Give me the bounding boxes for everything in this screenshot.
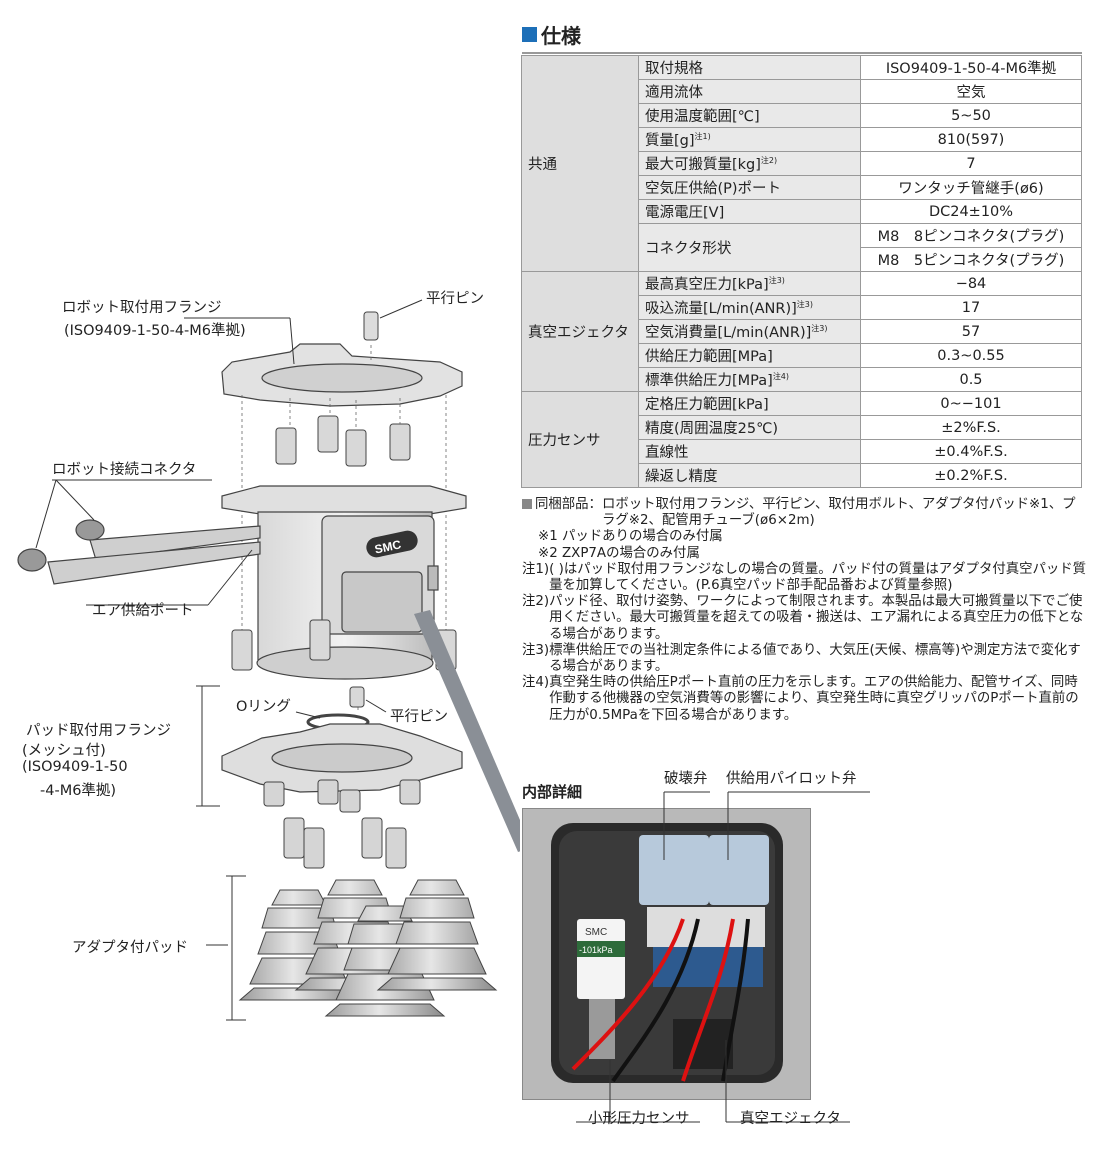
note-1: 注1)( )はパッド取付用フランジなしの場合の質量。パッド付の質量はアダプタ付真… (522, 561, 1087, 594)
table-row: 空気消費量[L/min(ANR)]注3)57 (522, 319, 1082, 344)
bellow-pads (238, 879, 498, 1017)
spec-divider (522, 52, 1082, 54)
table-row: 真空エジェクタ 最高真空圧力[kPa]注3) −84 (521, 271, 1082, 392)
label-pad-flange-1: パッド取付用フランジ (26, 723, 171, 739)
table-row: 適用流体空気 (522, 79, 1082, 104)
notes: 同梱部品： ロボット取付用フランジ、平行ピン、取付用ボルト、アダプタ付パッド※1… (522, 497, 1087, 724)
note-2: 注2)パッド径、取付け姿勢、ワークによって制限されます。本製品は最大可搬質量以下… (522, 594, 1084, 642)
note-3: 注3)標準供給圧での当社測定条件による値であり、大気圧(天候、標高等)や測定方法… (522, 642, 1081, 675)
label-robot-flange: ロボット取付用フランジ (62, 300, 222, 316)
svg-text:-101kPa: -101kPa (579, 945, 613, 955)
label-parallel-pin-top: 平行ピン (426, 291, 484, 307)
table-row: 圧力センサ 定格圧力範囲[kPa] 0~−101 (521, 391, 1082, 488)
note-star2: ※2 ZXP7Aの場合のみ付属 (538, 545, 700, 561)
connector-cables (17, 519, 261, 585)
label-robot-flange-std: (ISO9409-1-50-4-M6準拠) (64, 323, 246, 339)
table-row: 直線性±0.4%F.S. (522, 439, 1082, 464)
note-4: 注4)真空発生時の供給圧Pポート直前の圧力を示します。エアの供給能力、配管サイズ… (522, 675, 1079, 723)
label-break-valve: 破壊弁 (664, 771, 708, 787)
label-pilot-valve: 供給用パイロット弁 (726, 771, 857, 787)
parallel-pin-icon (363, 311, 379, 341)
spec-title-text: 仕様 (541, 24, 581, 48)
table-row: 空気圧供給(P)ポートワンタッチ管継手(ø6) (522, 175, 1082, 200)
label-adapter-pad: アダプタ付パッド (72, 940, 188, 956)
table-row: 質量[g]注1)810(597) (522, 127, 1082, 152)
detail-title: 内部詳細 (522, 783, 583, 801)
bolts-icon (275, 415, 411, 467)
spec-table: 共通 取付規格 ISO9409-1-50-4-M6準拠 適用流体空気 使用温度範… (521, 55, 1082, 488)
table-row: M8 5ピンコネクタ(プラグ) (522, 247, 1082, 272)
label-parallel-pin-mid: 平行ピン (390, 709, 448, 725)
group-sensor: 圧力センサ (521, 391, 639, 488)
gripper-body (221, 485, 467, 680)
table-row: 使用温度範囲[℃]5~50 (522, 103, 1082, 128)
table-row: 繰返し精度±0.2%F.S. (522, 463, 1082, 488)
svg-text:SMC: SMC (585, 927, 607, 938)
label-ejector: 真空エジェクタ (740, 1111, 841, 1127)
table-row: 吸込流量[L/min(ANR)]注3)17 (522, 295, 1082, 320)
table-row: 共通 取付規格 ISO9409-1-50-4-M6準拠 (521, 55, 1082, 272)
robot-flange (221, 343, 463, 407)
note-star1: ※1 パッドありの場合のみ付属 (538, 529, 723, 545)
included-parts: 同梱部品： ロボット取付用フランジ、平行ピン、取付用ボルト、アダプタ付パッド※1… (522, 497, 1087, 529)
label-air-port: エア供給ポート (92, 603, 194, 619)
table-row: 精度(周囲温度25℃)±2%F.S. (522, 415, 1082, 440)
smc-logo: SMC (366, 530, 418, 558)
label-robot-connector: ロボット接続コネクタ (52, 462, 197, 478)
internal-detail-photo: SMC -101kPa (522, 808, 811, 1100)
label-pad-flange-2: (メッシュ付) (22, 743, 106, 759)
bullet-icon (522, 499, 532, 509)
label-pad-flange-4: -4-M6準拠) (40, 783, 117, 799)
table-row: 標準供給圧力[MPa]注4)0.5 (522, 367, 1082, 392)
group-common: 共通 (521, 55, 639, 272)
callout-wedge (414, 610, 520, 852)
table-row: 電源電圧[V]DC24±10% (522, 199, 1082, 224)
table-row: 供給圧力範囲[MPa]0.3~0.55 (522, 343, 1082, 368)
pad-flange (221, 723, 463, 793)
label-o-ring: Oリング (236, 699, 291, 715)
detail-leaders (576, 791, 870, 1123)
spec-title: 仕様 (522, 20, 581, 49)
label-pressure-sensor: 小形圧力センサ (588, 1111, 690, 1127)
title-square-icon (522, 27, 537, 42)
svg-text:SMC: SMC (373, 537, 402, 556)
exploded-diagram: SMC (17, 299, 520, 1021)
label-pad-flange-3: (ISO9409-1-50 (22, 759, 128, 775)
group-ejector: 真空エジェクタ (521, 271, 639, 392)
